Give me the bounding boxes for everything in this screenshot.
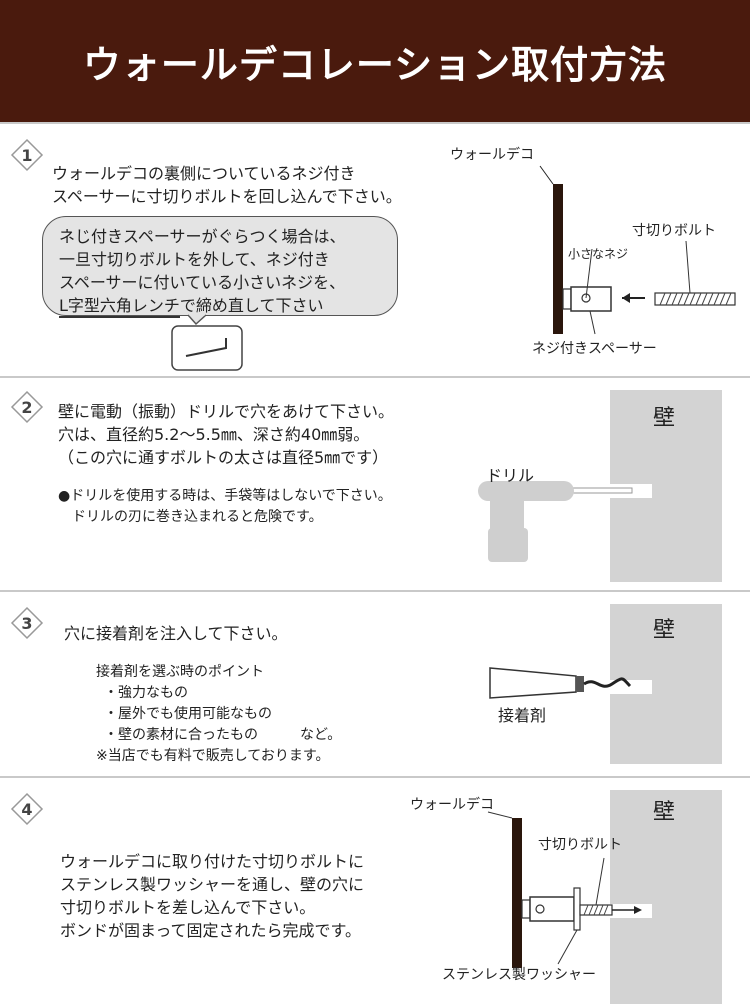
tip-line: 接着剤を選ぶ時のポイント [96,664,264,680]
label-bolt: 寸切りボルト [538,837,622,853]
glue-illustration [489,667,652,699]
instruction-line: ボンドが固まって固定されたら完成です。 [60,921,361,940]
step-2: 2 壁に電動（振動）ドリルで穴をあけて下さい。 穴は、直径約5.2～5.5㎜、深… [0,376,750,590]
label-wall-deco: ウォールデコ [450,147,534,163]
step-4: 4 ウォールデコに取り付けた寸切りボルトに ステンレス製ワッシャーを通し、壁の穴… [0,776,750,1004]
washer [573,887,581,931]
warning-line: ドリルの刃に巻き込まれると危険です。 [58,509,323,525]
instruction-line: 寸切りボルトを差し込んで下さい。 [60,898,316,917]
tip-line: ・壁の素材に合ったもの など。 [104,727,342,743]
svg-text:1: 1 [21,146,32,165]
assembly-illustration [487,811,652,968]
label-spacer: ネジ付きスペーサー [532,341,657,357]
step-3-tips: 接着剤を選ぶ時のポイント ・強力なもの ・屋外でも使用可能なもの ・壁の素材に合… [96,662,341,767]
page-title: ウォールデコレーション取付方法 [82,42,668,87]
step-1-instructions: ウォールデコの裏側についているネジ付き スペーサーに寸切りボルトを回し込んで下さ… [52,162,402,208]
instruction-line: 穴は、直径約5.2～5.5㎜、深さ約40㎜弱。 [58,425,370,444]
spacer-shape [521,899,531,919]
page-header: ウォールデコレーション取付方法 [0,0,750,122]
note-rest: で締め直して下さい [179,296,324,315]
step-1-illustration [171,165,736,371]
label-washer: ステンレス製ワッシャー [442,967,596,983]
drill-bit [569,487,633,494]
wall-deco-bar [553,184,563,334]
instruction-line: ウォールデコに取り付けた寸切りボルトに [60,852,365,871]
drill-illustration [478,481,652,562]
note-line: ネじ付きスペーサーがぐらつく場合は、 [59,227,346,246]
svg-text:4: 4 [21,800,32,819]
step-number-badge: 1 [10,138,44,172]
wall-deco-bar [512,818,522,968]
label-small-screw: 小さなネジ [568,247,629,261]
step-1: 1 ウォールデコの裏側についているネジ付き スペーサーに寸切りボルトを回し込んで… [0,122,750,376]
tip-line: ※当店でも有料で販売しております。 [96,748,330,764]
label-wall-deco: ウォールデコ [410,797,494,813]
wall-hole [606,680,652,694]
note-line: 一旦寸切りボルトを外して、ネジ付き [59,250,330,269]
drill-body [478,481,574,501]
step-3: 3 穴に接着剤を注入して下さい。 接着剤を選ぶ時のポイント ・強力なもの ・屋外… [0,590,750,776]
label-bolt: 寸切りボルト [632,223,716,239]
glue-tube [489,667,577,699]
instruction-line: ステンレス製ワッシャーを通し、壁の穴に [60,875,365,894]
step-number-badge: 2 [10,390,44,424]
note-bubble: ネじ付きスペーサーがぐらつく場合は、 一旦寸切りボルトを外して、ネジ付き スペー… [42,216,398,318]
tip-line: ・強力なもの [104,685,188,701]
step-4-instructions: ウォールデコに取り付けた寸切りボルトに ステンレス製ワッシャーを通し、壁の穴に … [60,850,364,942]
svg-text:2: 2 [21,398,32,417]
hex-wrench-icon [171,325,243,371]
step-number-badge: 4 [10,792,44,826]
label-glue: 接着剤 [498,706,547,725]
step-2-instructions: 壁に電動（振動）ドリルで穴をあけて下さい。 穴は、直径約5.2～5.5㎜、深さ約… [58,400,394,469]
instruction-line: スペーサーに寸切りボルトを回し込んで下さい。 [52,187,402,206]
note-line: L字型六角レンチで締め直して下さい [59,294,397,318]
spacer-shape [562,288,572,310]
wall-hole [606,904,652,918]
label-wall: 壁 [653,618,676,643]
label-wall: 壁 [653,800,676,825]
warning-line: ●ドリルを使用する時は、手袋等はしないで下さい。 [58,488,392,504]
instruction-line: ウォールデコの裏側についているネジ付き [52,164,356,183]
label-drill: ドリル [486,466,535,485]
wall-panel [610,790,722,1004]
small-screw-icon [535,904,545,914]
instruction-line: 壁に電動（振動）ドリルで穴をあけて下さい。 [58,402,395,421]
instruction-line: （この穴に通すボルトの太さは直径5㎜です） [58,448,389,467]
label-wall: 壁 [653,406,676,431]
hex-wrench-term: L字型六角レンチ [59,296,180,318]
svg-text:3: 3 [21,614,32,633]
tip-line: ・屋外でも使用可能なもの [104,706,272,722]
step-2-warning: ●ドリルを使用する時は、手袋等はしないで下さい。 ドリルの刃に巻き込まれると危険… [58,486,392,528]
note-line: スペーサーに付いている小さいネジを、 [59,273,346,292]
step-3-instruction: 穴に接着剤を注入して下さい。 [64,624,288,643]
step-number-badge: 3 [10,606,44,640]
